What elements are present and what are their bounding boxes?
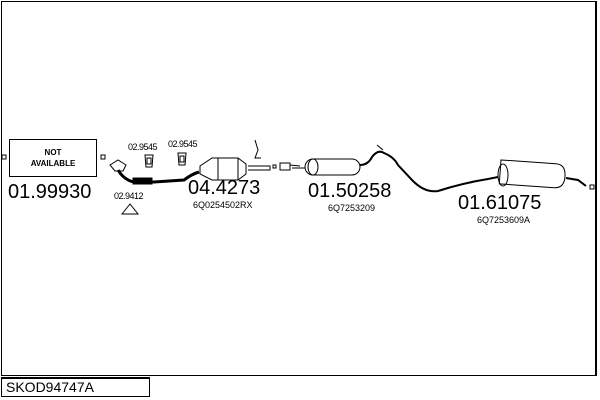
diagram-frame [1,1,597,376]
front-pipe-icon [109,159,200,185]
connector-marker [100,154,106,160]
not-available-line1: NOT [44,148,62,157]
not-available-box: NOT AVAILABLE [9,139,97,177]
oem-number: 6Q7253609A [477,215,531,225]
gasket-icon [120,203,140,215]
oem-number: 6Q7253209 [328,203,376,213]
middle-silencer-icon [292,144,499,193]
part-number[interactable]: 01.99930 [8,181,92,203]
accessory-number[interactable]: 02.9545 [128,142,158,152]
connector-marker [1,154,7,160]
oem-number: 6Q0254502RX [193,200,253,210]
part-number[interactable]: 01.61075 [458,192,542,214]
article-code: SKOD94747A [1,377,150,397]
not-available-line2: AVAILABLE [30,159,76,168]
rubber-mount-icon [144,152,187,168]
accessory-number[interactable]: 02.9545 [168,139,198,149]
part-number[interactable]: 01.50258 [308,180,392,202]
part-number[interactable]: 04.4273 [188,177,261,199]
catalytic-converter-icon [199,139,301,181]
rear-silencer-icon [497,159,595,190]
accessory-number[interactable]: 02.9412 [114,191,144,201]
